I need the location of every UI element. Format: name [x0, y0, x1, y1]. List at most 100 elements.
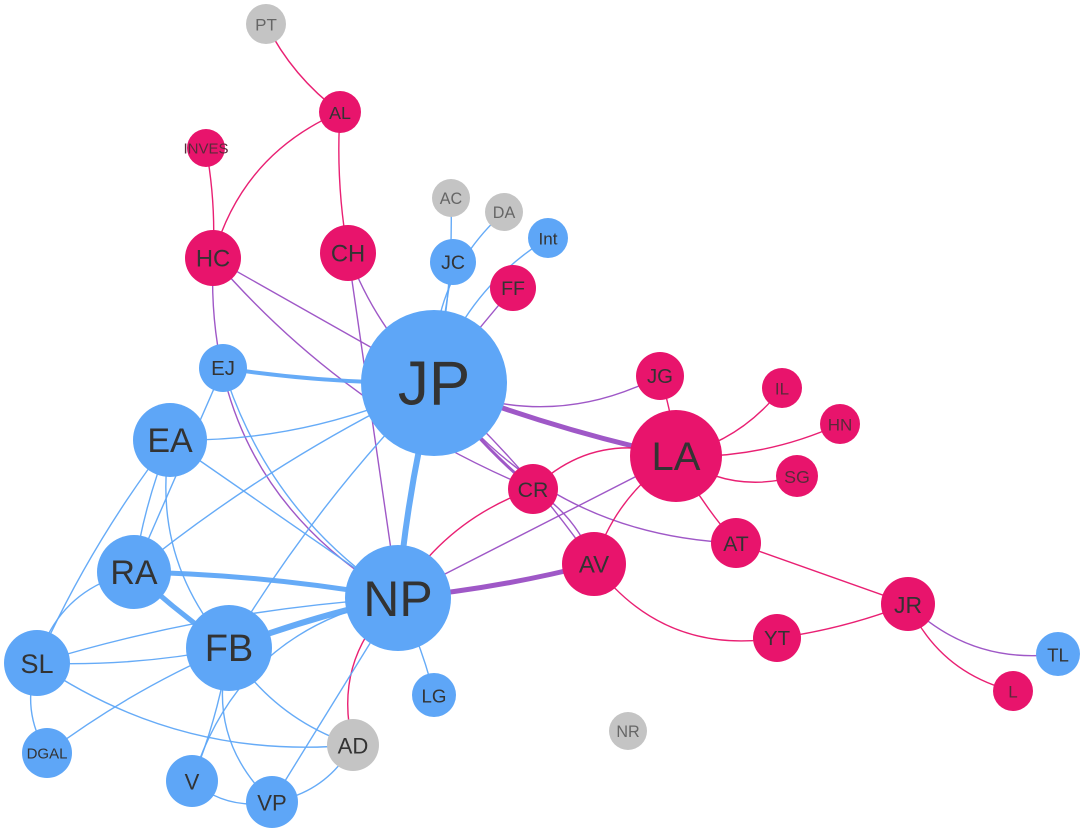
node-label-SG: SG: [784, 467, 810, 487]
node-AD[interactable]: AD: [327, 719, 379, 771]
node-circle-SG: [776, 455, 818, 497]
node-circle-CH: [320, 225, 376, 281]
node-HN[interactable]: HN: [820, 404, 860, 444]
node-label-AC: AC: [440, 190, 463, 208]
node-JR[interactable]: JR: [881, 577, 935, 631]
node-AV[interactable]: AV: [562, 532, 626, 596]
node-circle-JG: [636, 352, 684, 400]
node-AC[interactable]: AC: [432, 179, 470, 217]
node-circle-EJ: [199, 344, 247, 392]
node-label-EJ: EJ: [211, 358, 235, 380]
node-circle-IL: [762, 368, 802, 408]
node-label-CR: CR: [518, 478, 549, 502]
node-AL[interactable]: AL: [319, 91, 361, 133]
node-circle-LG: [412, 673, 456, 717]
node-label-DGAL: DGAL: [27, 746, 68, 763]
node-circle-FB: [186, 605, 272, 691]
node-AT[interactable]: AT: [711, 518, 761, 568]
node-HC[interactable]: HC: [185, 230, 241, 286]
node-circle-YT: [753, 614, 801, 662]
node-circle-JP: [361, 310, 507, 456]
node-YT[interactable]: YT: [753, 614, 801, 662]
node-label-AT: AT: [723, 532, 749, 556]
node-label-AD: AD: [338, 734, 369, 759]
node-circle-AC: [432, 179, 470, 217]
node-Int[interactable]: Int: [528, 218, 568, 258]
node-LA[interactable]: LA: [630, 410, 722, 502]
node-L[interactable]: L: [993, 671, 1033, 711]
node-IL[interactable]: IL: [762, 368, 802, 408]
node-JC[interactable]: JC: [430, 239, 476, 285]
node-NR[interactable]: NR: [609, 712, 647, 750]
node-label-FF: FF: [501, 278, 525, 300]
node-label-HN: HN: [828, 416, 853, 435]
node-label-VP: VP: [257, 791, 286, 816]
node-label-LG: LG: [422, 686, 447, 707]
node-label-JR: JR: [894, 592, 922, 618]
node-CR[interactable]: CR: [508, 464, 558, 514]
node-circle-TL: [1036, 632, 1080, 676]
node-FF[interactable]: FF: [490, 265, 536, 311]
node-label-L: L: [1008, 683, 1017, 702]
node-label-SL: SL: [20, 649, 53, 679]
node-label-LA: LA: [652, 435, 701, 479]
node-circle-HC: [185, 230, 241, 286]
node-SG[interactable]: SG: [776, 455, 818, 497]
node-circle-NR: [609, 712, 647, 750]
node-label-AV: AV: [579, 552, 609, 579]
node-circle-AT: [711, 518, 761, 568]
node-circle-AL: [319, 91, 361, 133]
node-INVES[interactable]: INVES: [183, 129, 229, 167]
node-CH[interactable]: CH: [320, 225, 376, 281]
node-circle-SL: [4, 630, 70, 696]
node-circle-Int: [528, 218, 568, 258]
node-LG[interactable]: LG: [412, 673, 456, 717]
node-circle-RA: [97, 535, 171, 609]
node-label-TL: TL: [1047, 645, 1069, 666]
node-circle-INVES: [187, 129, 225, 167]
node-EJ[interactable]: EJ: [199, 344, 247, 392]
node-DA[interactable]: DA: [485, 193, 523, 231]
edge-AL-HC: [212, 111, 341, 259]
node-label-IL: IL: [775, 380, 789, 399]
node-label-CH: CH: [331, 241, 365, 268]
node-circle-AV: [562, 532, 626, 596]
node-TL[interactable]: TL: [1036, 632, 1080, 676]
node-PT[interactable]: PT: [246, 4, 286, 44]
node-label-EA: EA: [147, 422, 193, 460]
node-label-HC: HC: [196, 246, 230, 273]
node-label-V: V: [185, 770, 200, 795]
node-circle-L: [993, 671, 1033, 711]
node-FB[interactable]: FB: [186, 605, 272, 691]
edge-HC-CR: [212, 257, 534, 490]
node-label-PT: PT: [255, 16, 277, 35]
node-label-JP: JP: [398, 350, 470, 419]
node-label-JG: JG: [647, 366, 673, 388]
node-label-Int: Int: [539, 230, 558, 249]
node-NP[interactable]: NP: [345, 545, 451, 651]
node-circle-VP: [246, 776, 298, 828]
node-V[interactable]: V: [166, 755, 218, 807]
node-DGAL[interactable]: DGAL: [22, 728, 72, 778]
node-label-JC: JC: [441, 252, 465, 274]
node-JG[interactable]: JG: [636, 352, 684, 400]
node-EA[interactable]: EA: [133, 403, 207, 477]
edge-AT-JR: [735, 542, 909, 605]
node-label-INVES: INVES: [183, 141, 228, 158]
node-SL[interactable]: SL: [4, 630, 70, 696]
node-JP[interactable]: JP: [361, 310, 507, 456]
node-label-FB: FB: [205, 628, 254, 670]
node-RA[interactable]: RA: [97, 535, 171, 609]
edge-SL-AD: [36, 662, 354, 748]
node-circle-NP: [345, 545, 451, 651]
node-VP[interactable]: VP: [246, 776, 298, 828]
node-circle-DA: [485, 193, 523, 231]
node-circle-HN: [820, 404, 860, 444]
node-circle-PT: [246, 4, 286, 44]
node-circle-EA: [133, 403, 207, 477]
node-circle-JR: [881, 577, 935, 631]
node-circle-JC: [430, 239, 476, 285]
node-circle-FF: [490, 265, 536, 311]
